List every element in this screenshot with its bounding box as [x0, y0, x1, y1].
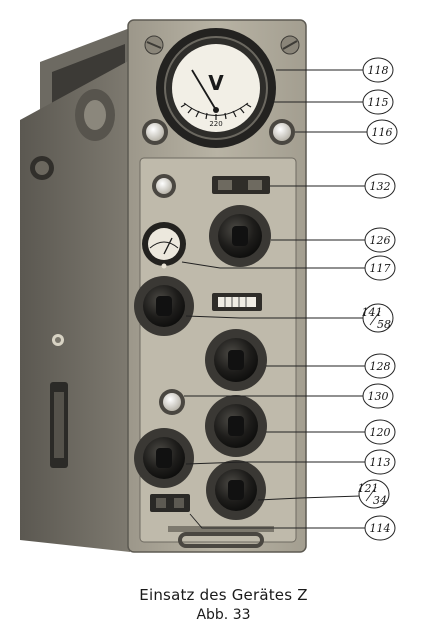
dial-symbol: V — [208, 71, 224, 95]
knob-120 — [205, 395, 267, 457]
fuse-strip-132 — [212, 176, 270, 194]
callout-126-label: 126 — [370, 234, 391, 247]
figure-number: Abb. 33 — [196, 607, 251, 623]
callout-120: 120 — [364, 419, 396, 445]
knob-128 — [205, 329, 267, 391]
callout-118-label: 118 — [368, 64, 389, 77]
toggle-lamp-132 — [152, 174, 176, 198]
voltmeter-dial: V 220 — [156, 28, 276, 148]
figure-caption-title: Einsatz des Gerätes Z — [139, 586, 308, 604]
indicator-lamp-left — [142, 119, 168, 145]
callout-130: 130 — [362, 383, 394, 409]
callout-58-label: 58 — [377, 318, 391, 331]
callouts: 118 115 116 132 126 117 141 58 — [358, 57, 398, 541]
callout-128: 128 — [364, 353, 396, 379]
callout-34-label: 34 — [373, 494, 387, 507]
lamp-130 — [159, 389, 185, 415]
callout-132-label: 132 — [370, 180, 391, 193]
knob-141-58 — [134, 276, 194, 336]
leader-lines — [181, 69, 370, 529]
dial-needle — [191, 69, 217, 111]
callout-121-label: 121 — [358, 482, 379, 495]
callout-117: 117 — [364, 255, 396, 281]
callout-141-58: 141 58 — [362, 303, 394, 333]
socket-114 — [150, 494, 190, 512]
callout-141-label: 141 — [362, 306, 383, 319]
callout-113-label: 113 — [370, 456, 391, 469]
callout-117-label: 117 — [370, 262, 391, 275]
callout-114-label: 114 — [370, 522, 391, 535]
callout-120-label: 120 — [370, 426, 391, 439]
indicator-lamp-right — [269, 119, 295, 145]
knob-126 — [209, 205, 271, 267]
device-illustration: V 220 — [20, 19, 398, 553]
dial-value: 220 — [209, 120, 222, 128]
callout-115-label: 115 — [368, 96, 389, 109]
callout-130-label: 130 — [368, 390, 389, 403]
callout-132: 132 — [364, 173, 396, 199]
callout-126: 126 — [364, 227, 396, 253]
small-meter-117 — [142, 222, 186, 269]
callout-116-label: 116 — [372, 126, 393, 139]
callout-114: 114 — [364, 515, 396, 541]
callout-121-34: 121 34 — [358, 479, 390, 509]
knob-121-34 — [206, 460, 266, 520]
knob-113 — [134, 428, 194, 488]
callout-113: 113 — [364, 449, 396, 475]
callout-128-label: 128 — [370, 360, 391, 373]
counter-window — [212, 293, 262, 311]
callout-116: 116 — [366, 119, 398, 145]
callout-118: 118 — [362, 57, 394, 83]
callout-115: 115 — [362, 89, 394, 115]
